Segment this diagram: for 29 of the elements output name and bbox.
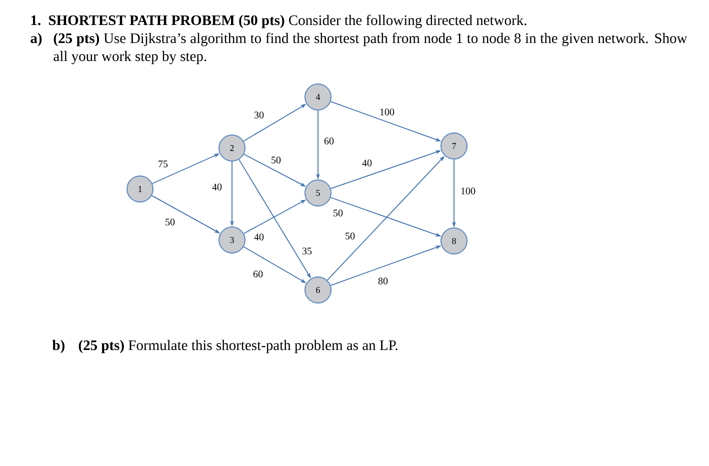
edge-label: 75 — [158, 160, 168, 168]
edge-label: 50 — [272, 156, 281, 164]
item-marker: a) — [30, 32, 42, 46]
edge-label: 40 — [362, 160, 372, 166]
question-text: (25 pts) Formulate this shortest-path problem as an LP. — [78, 340, 398, 354]
edge-label: 30 — [254, 112, 264, 118]
network-node: 3 — [218, 226, 246, 254]
edge-label: 50 — [334, 210, 343, 216]
item-marker: 1. — [31, 15, 40, 26]
edge-label: 50 — [346, 232, 355, 240]
edge-label: 60 — [253, 270, 263, 278]
network-node: 7 — [440, 132, 468, 160]
network-node: 1 — [126, 176, 154, 202]
network-node: 8 — [440, 228, 468, 254]
edge-label: 100 — [461, 188, 476, 194]
edge-label: 35 — [302, 248, 312, 254]
edge-label: 40 — [254, 234, 264, 240]
edge-label: 100 — [380, 108, 394, 116]
network-node: 2 — [218, 134, 246, 162]
network-node: 4 — [304, 84, 332, 110]
item-marker: b) — [52, 340, 64, 354]
edge-label: 80 — [378, 278, 388, 284]
network-node: 5 — [304, 180, 332, 206]
network-node: 6 — [304, 276, 332, 304]
edge-label: 40 — [212, 184, 222, 190]
question-text: SHORTEST PATH PROBEM (50 pts) Consider the following directed network. — [48, 14, 526, 28]
edge-label: 60 — [324, 138, 334, 144]
question-text: (25 pts) Use Dijkstra’s algorithm to find the shortest path from node 1 to node 8 in the given network. Show all your work step by step. — [54, 32, 688, 64]
edge-label: 50 — [166, 218, 175, 226]
